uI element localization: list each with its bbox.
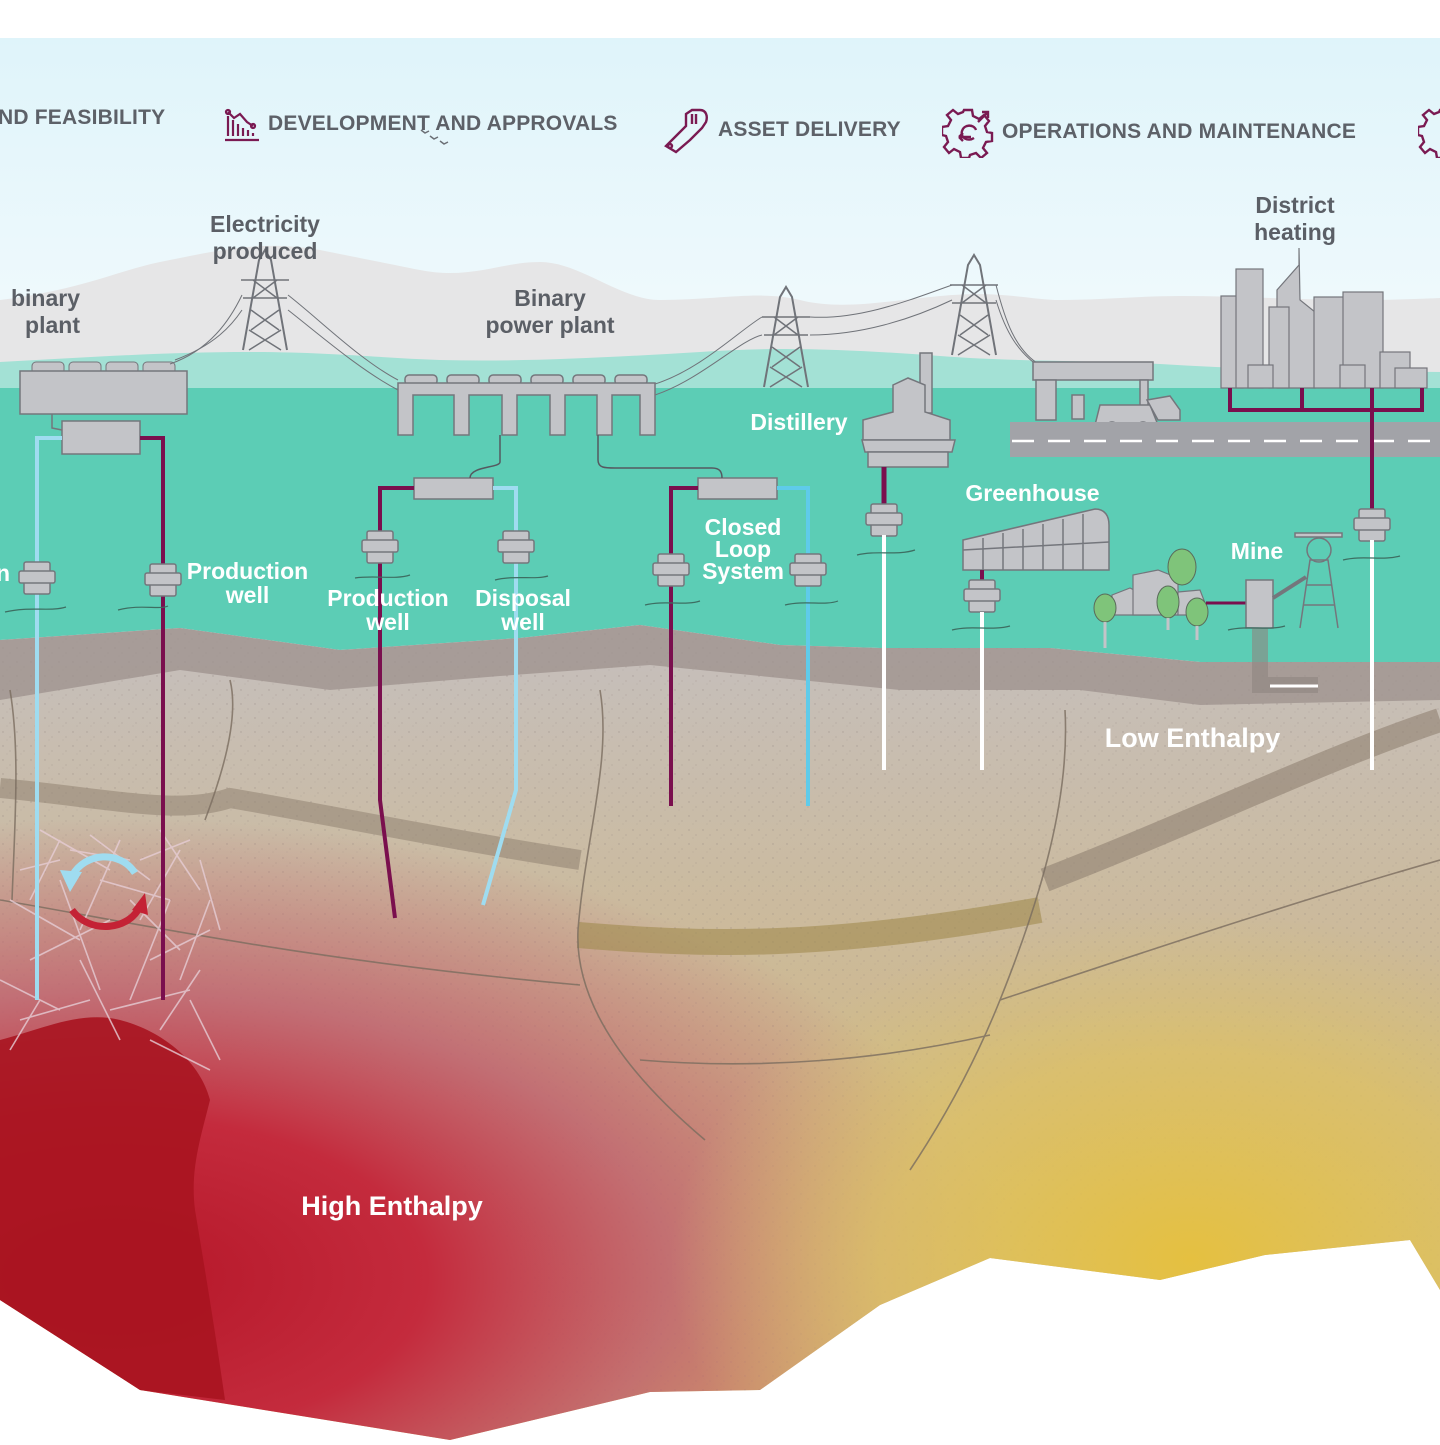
label-high-enthalpy: High Enthalpy — [301, 1191, 483, 1221]
stage-concept-and-feasibility[interactable]: ND FEASIBILITY — [0, 106, 165, 130]
closed-loop-cold-leg — [777, 486, 810, 806]
project-stages-bar: ND FEASIBILITY DEVELOPMENT AND APPROVALS… — [0, 38, 1440, 158]
gear-icon — [1418, 106, 1440, 158]
fault-lines — [0, 679, 1440, 1171]
hot-cycle-arrow-icon — [69, 904, 144, 930]
stage-label: ND FEASIBILITY — [0, 106, 166, 129]
hot-cycle-arrowhead — [132, 893, 148, 915]
wellhead-icon — [652, 553, 690, 587]
label-district-heating: District heating — [1254, 192, 1336, 245]
stage-development-and-approvals[interactable]: DEVELOPMENT AND APPROVALS — [222, 106, 618, 142]
trees — [1093, 548, 1209, 648]
production-pipe-center — [378, 486, 414, 919]
closed-loop-hot-leg — [669, 486, 698, 806]
label-production-well-left: Production well — [186, 558, 309, 608]
label-disposal-well: Disposal well — [475, 585, 571, 635]
stage-label: OPERATIONS AND MAINTENANCE — [1002, 120, 1357, 143]
label-electricity-produced: Electricity produced — [210, 211, 320, 264]
wellhead-icon — [865, 503, 903, 537]
label-production-well-center: Production well — [327, 585, 449, 635]
top-margin — [0, 0, 1440, 38]
plant-connector — [597, 435, 723, 479]
wellhead-icon — [963, 579, 1001, 613]
plant-connector — [469, 435, 501, 479]
label-mine: Mine — [1230, 538, 1284, 564]
wrench-icon — [662, 106, 710, 154]
city-skyline — [1220, 247, 1428, 389]
wellhead-icon — [1353, 508, 1391, 542]
birds-icon — [420, 129, 449, 145]
injection-pipe-left — [35, 436, 62, 1000]
stage-label: ASSET DELIVERY — [718, 118, 901, 141]
upper-strata-band — [0, 625, 1440, 705]
closed-loop-rungs — [671, 725, 808, 807]
label-low-enthalpy: Low Enthalpy — [1104, 723, 1281, 753]
strata-band-3 — [1040, 708, 1440, 892]
binary-power-plant-left — [19, 361, 188, 455]
disposal-pipe — [481, 486, 518, 906]
label-binary-power-plant-center: Binary power plant — [485, 285, 615, 338]
label-distillery: Distillery — [750, 409, 848, 435]
label-closed-loop-system: Closed Loop System — [702, 514, 784, 584]
gear-cycle-icon — [942, 106, 994, 158]
greenhouse-building — [962, 508, 1110, 571]
stage-asset-delivery[interactable]: ASSET DELIVERY — [662, 106, 901, 154]
road — [1010, 422, 1440, 457]
magma-chamber — [0, 1017, 225, 1400]
cold-cycle-arrowhead — [60, 870, 82, 892]
wellhead-icon — [497, 530, 535, 564]
low-enthalpy-zone — [400, 700, 1440, 1400]
strata-band-1 — [0, 778, 582, 870]
label-injection-well-partial: n — [0, 560, 11, 586]
district-heating-manifold — [1228, 388, 1424, 510]
stage-operations-and-maintenance[interactable]: OPERATIONS AND MAINTENANCE — [942, 106, 1356, 158]
label-greenhouse: Greenhouse — [965, 480, 1100, 506]
bar-chart-trend-icon — [222, 106, 260, 142]
strata-band-2 — [576, 897, 1043, 956]
power-lines — [169, 284, 1046, 396]
label-binary-power-plant-left: binary plant — [10, 285, 80, 338]
mine-headframe — [1245, 532, 1343, 629]
production-pipe-left — [140, 436, 165, 1000]
ground-lines — [4, 549, 1401, 631]
distillery-building — [861, 352, 956, 468]
wellhead-icon — [144, 563, 182, 597]
binary-power-plant-center — [397, 374, 778, 500]
cold-cycle-arrow-icon — [68, 853, 138, 878]
stage-next[interactable] — [1418, 106, 1440, 158]
stage-label: DEVELOPMENT AND APPROVALS — [268, 112, 618, 135]
wellhead-icon — [361, 530, 399, 564]
wellhead-icon — [18, 561, 56, 595]
